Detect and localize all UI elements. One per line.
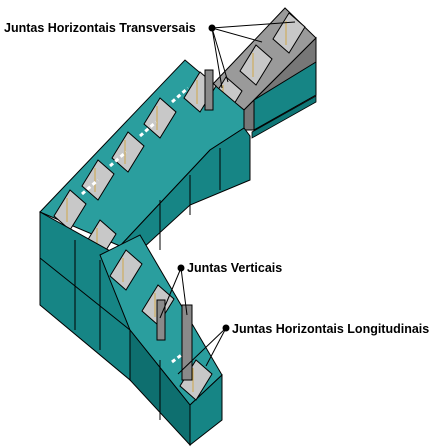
label-juntas-verticais: Juntas Verticais (187, 261, 282, 275)
lower-leg (39, 211, 223, 447)
leader-dots (177, 24, 230, 332)
leader-lines (159, 21, 296, 375)
label-juntas-horizontais-longitudinais: Juntas Horizontais Longitudinais (232, 322, 429, 336)
vertical-joints (156, 69, 214, 381)
label-juntas-horizontais-transversais: Juntas Horizontais Transversais (4, 21, 196, 35)
upper-wall-face (251, 61, 317, 139)
